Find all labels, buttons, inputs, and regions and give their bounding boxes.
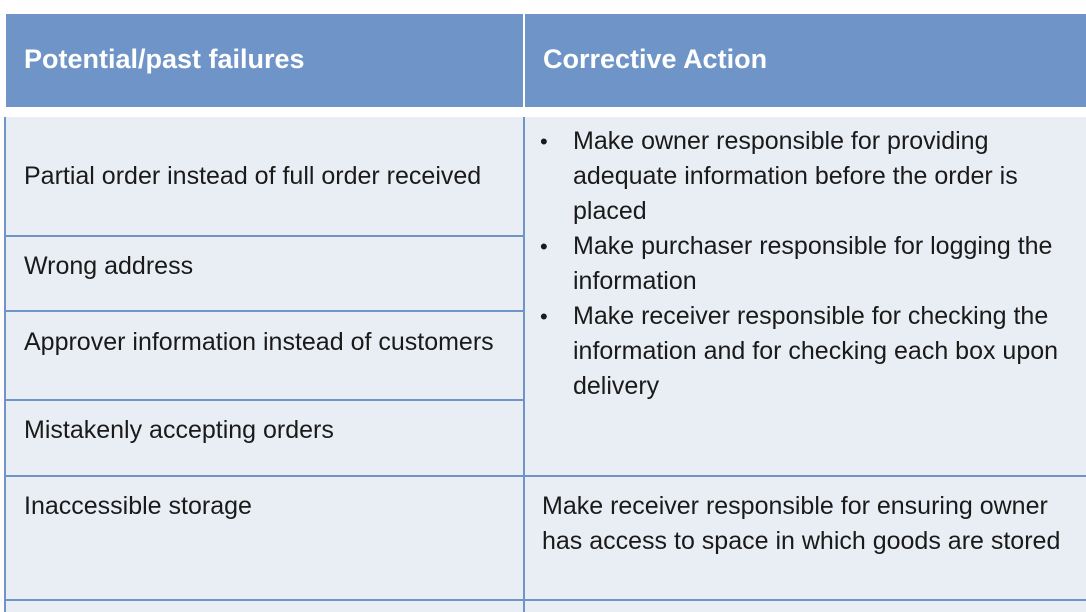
action-storage-access: Make receiver responsible for ensuring o… (542, 492, 1061, 555)
header-failures: Potential/past failures (6, 14, 523, 107)
next-row-cell-right (525, 601, 1086, 612)
failure-partial-order: Partial order instead of full order rece… (24, 162, 482, 190)
failure-approver-information: Approver information instead of customer… (24, 328, 494, 356)
failure-wrong-address: Wrong address (24, 252, 194, 280)
action-bullet-receiver: Make receiver responsible for checking t… (540, 299, 1070, 404)
header-corrective-action: Corrective Action (525, 14, 1086, 107)
corrective-action-list: Make owner responsible for providing ade… (540, 124, 1070, 404)
action-bullet-purchaser: Make purchaser responsible for logging t… (540, 229, 1070, 299)
failure-inaccessible-storage: Inaccessible storage (24, 492, 252, 520)
failure-cell-3 (6, 312, 523, 399)
failure-cell-1 (6, 117, 523, 235)
header-failures-label: Potential/past failures (24, 44, 305, 74)
row-divider-2 (4, 310, 525, 312)
row-divider-5 (4, 599, 1086, 601)
row-divider-4 (4, 475, 1086, 477)
row-divider-1 (4, 235, 525, 237)
row-divider-3 (4, 399, 525, 401)
failure-cell-5 (6, 477, 523, 599)
next-row-cell-left (6, 601, 523, 612)
action-cell-storage (525, 477, 1086, 599)
column-divider (523, 117, 525, 612)
header-corrective-action-label: Corrective Action (543, 44, 768, 74)
left-border (4, 117, 6, 612)
failure-cell-2 (6, 237, 523, 310)
failure-cell-4 (6, 401, 523, 475)
action-bullet-owner: Make owner responsible for providing ade… (540, 124, 1070, 229)
failure-mistaken-acceptance: Mistakenly accepting orders (24, 416, 334, 444)
